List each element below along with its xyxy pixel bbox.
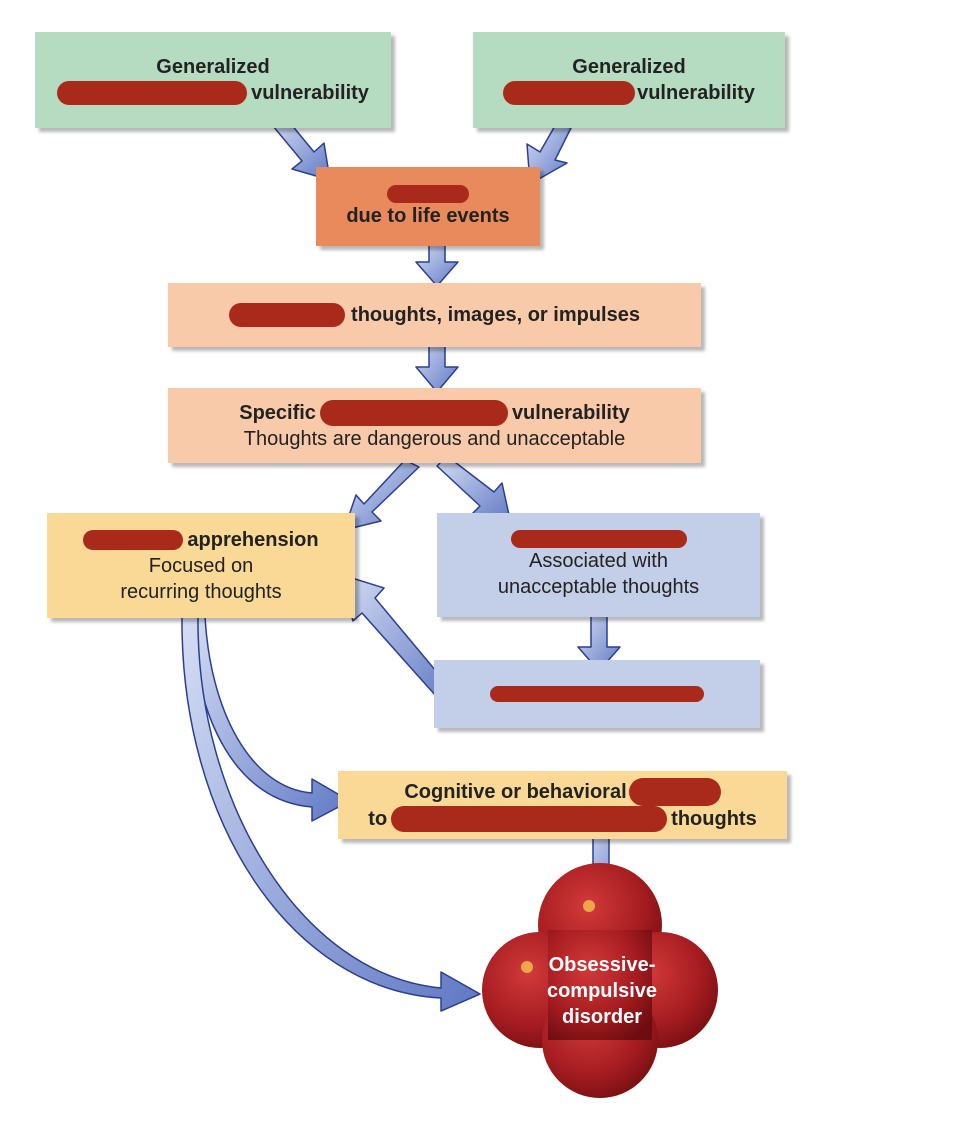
alarms-line3: unacceptable thoughts (497, 576, 700, 598)
coping-line2-suffix: thoughts (671, 808, 757, 830)
node-ocd: Obsessive- compulsive disorder (512, 952, 692, 1030)
redaction-mark (57, 81, 248, 105)
arrow-specific-to-apprehension (343, 459, 420, 531)
redaction-mark (319, 399, 508, 426)
arrow-alarms-to-learned (577, 612, 621, 672)
redaction-mark (628, 778, 721, 806)
node-specific-vulnerability: Specific vulnerability Thoughts are dang… (168, 388, 701, 463)
redaction-mark (490, 686, 704, 702)
learned-line (490, 686, 704, 702)
ocd-line2: compulsive (546, 980, 658, 1002)
alarms-line2: Associated with (529, 550, 668, 572)
node-false-alarms: Associated with unacceptable thoughts (437, 513, 760, 617)
node-anxious-apprehension: apprehension Focused on recurring though… (47, 513, 355, 618)
gen-left-line2-suffix: vulnerability (251, 82, 369, 104)
redaction-mark (391, 806, 668, 832)
gen-left-line1: Generalized (156, 56, 270, 78)
arrow-stress-to-intrusive (415, 244, 459, 287)
redaction-mark (83, 529, 184, 550)
ocd-line3: disorder (561, 1006, 643, 1028)
gen-left-line2: vulnerability (57, 80, 369, 106)
coping-line1: Cognitive or behavioral (404, 778, 721, 806)
redaction-mark (503, 81, 636, 105)
gen-right-line1: Generalized (572, 56, 686, 78)
redaction-mark (510, 530, 687, 548)
node-learned-alarms (434, 660, 760, 728)
intrusive-suffix: thoughts, images, or impulses (351, 304, 640, 326)
coping-line2: to thoughts (368, 806, 757, 832)
specific-prefix: Specific (239, 401, 316, 424)
arrow-apprehension-to-ocd (181, 615, 481, 1012)
node-intrusive-thoughts: thoughts, images, or impulses (168, 283, 701, 347)
specific-line1: Specific vulnerability (239, 399, 630, 426)
apprehension-line1: apprehension (83, 527, 319, 553)
specific-suffix: vulnerability (511, 401, 630, 424)
coping-line1-text: Cognitive or behavioral (404, 781, 627, 803)
redaction-mark (229, 303, 346, 327)
redaction-mark (387, 184, 469, 203)
node-generalized-vulnerability-right: Generalized vulnerability (473, 32, 785, 128)
stress-line1 (387, 184, 469, 203)
alarms-line1 (510, 530, 687, 548)
intrusive-line: thoughts, images, or impulses (229, 302, 640, 328)
specific-line2: Thoughts are dangerous and unacceptable (243, 427, 626, 450)
apprehension-line3: recurring thoughts (120, 580, 282, 603)
gen-right-line2: vulnerability (503, 80, 755, 106)
stress-line2: due to life events (346, 204, 510, 227)
node-generalized-vulnerability-left: Generalized vulnerability (35, 32, 391, 128)
apprehension-line2: Focused on (148, 554, 254, 577)
node-stress: due to life events (316, 167, 540, 246)
node-coping: Cognitive or behavioral to thoughts (338, 771, 787, 839)
gen-right-line2-suffix: vulnerability (637, 82, 755, 104)
ocd-line1: Obsessive- (548, 954, 656, 976)
apprehension-suffix: apprehension (187, 528, 319, 551)
coping-line2-prefix: to (368, 808, 388, 830)
